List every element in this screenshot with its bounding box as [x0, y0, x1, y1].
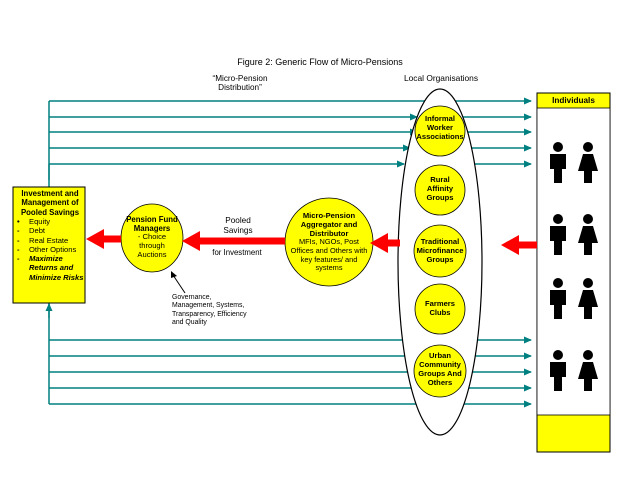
governance-arrow-head	[171, 271, 177, 278]
org-label-informal-workers: Informal Worker Associations	[416, 114, 464, 141]
investment-option: Real Estate	[15, 236, 85, 246]
org-label-urban-community: Urban Community Groups And Others	[418, 351, 462, 387]
pooled-savings-label: Pooled Savings	[223, 216, 253, 236]
org-label-rural-affinity: Rural Affinity Groups	[426, 175, 454, 202]
org-label-farmers: Farmers Clubs	[425, 299, 455, 317]
red-arrow-head	[370, 233, 388, 253]
governance-note: Governance, Management, Systems, Transpa…	[172, 294, 247, 327]
investment-box-text: Investment and Management of Pooled Savi…	[15, 189, 85, 282]
org-circle-microfinance	[413, 224, 467, 278]
investment-option: Maximize Returns and Minimize Risks	[15, 254, 85, 282]
aggregator-title: Micro-Pension Aggregator and Distributor	[300, 212, 358, 238]
governance-arrow	[172, 274, 186, 294]
red-arrow-head	[501, 235, 519, 255]
red-arrow-head	[182, 231, 200, 251]
org-circle-rural-affinity	[414, 164, 466, 216]
investment-option: Debt	[15, 226, 85, 236]
figure-title: Figure 2: Generic Flow of Micro-Pensions	[237, 57, 403, 67]
individuals-label: Individuals	[552, 96, 595, 105]
aggregator-text: Micro-Pension Aggregator and Distributor…	[289, 212, 369, 272]
investment-options-list: Equity Debt Real Estate Other Options Ma…	[15, 217, 85, 282]
org-circle-informal-workers	[414, 105, 466, 157]
investment-box-title: Investment and Management of Pooled Savi…	[20, 189, 80, 217]
pension-fund-title: Pension Fund Managers	[126, 215, 178, 234]
org-circle-urban-community	[413, 344, 467, 398]
aggregator-subtitle: MFIs, NGOs, Post Offices and Others with…	[290, 237, 368, 272]
distribution-label: “Micro-Pension Distribution”	[212, 74, 268, 93]
investment-option: Equity	[15, 217, 85, 227]
org-circle-farmers	[414, 283, 466, 335]
red-arrow-head	[86, 229, 104, 249]
investment-option: Other Options	[15, 245, 85, 255]
individuals-panel	[536, 107, 611, 416]
pension-fund-text: Pension Fund Managers - Choice through A…	[124, 215, 180, 260]
pension-fund-subtitle: - Choice through Auctions	[137, 232, 167, 260]
for-investment-label: for Investment	[212, 248, 262, 257]
org-label-microfinance: Traditional Microfinance Groups	[416, 237, 464, 264]
local-organisations-label: Local Organisations	[403, 73, 479, 83]
